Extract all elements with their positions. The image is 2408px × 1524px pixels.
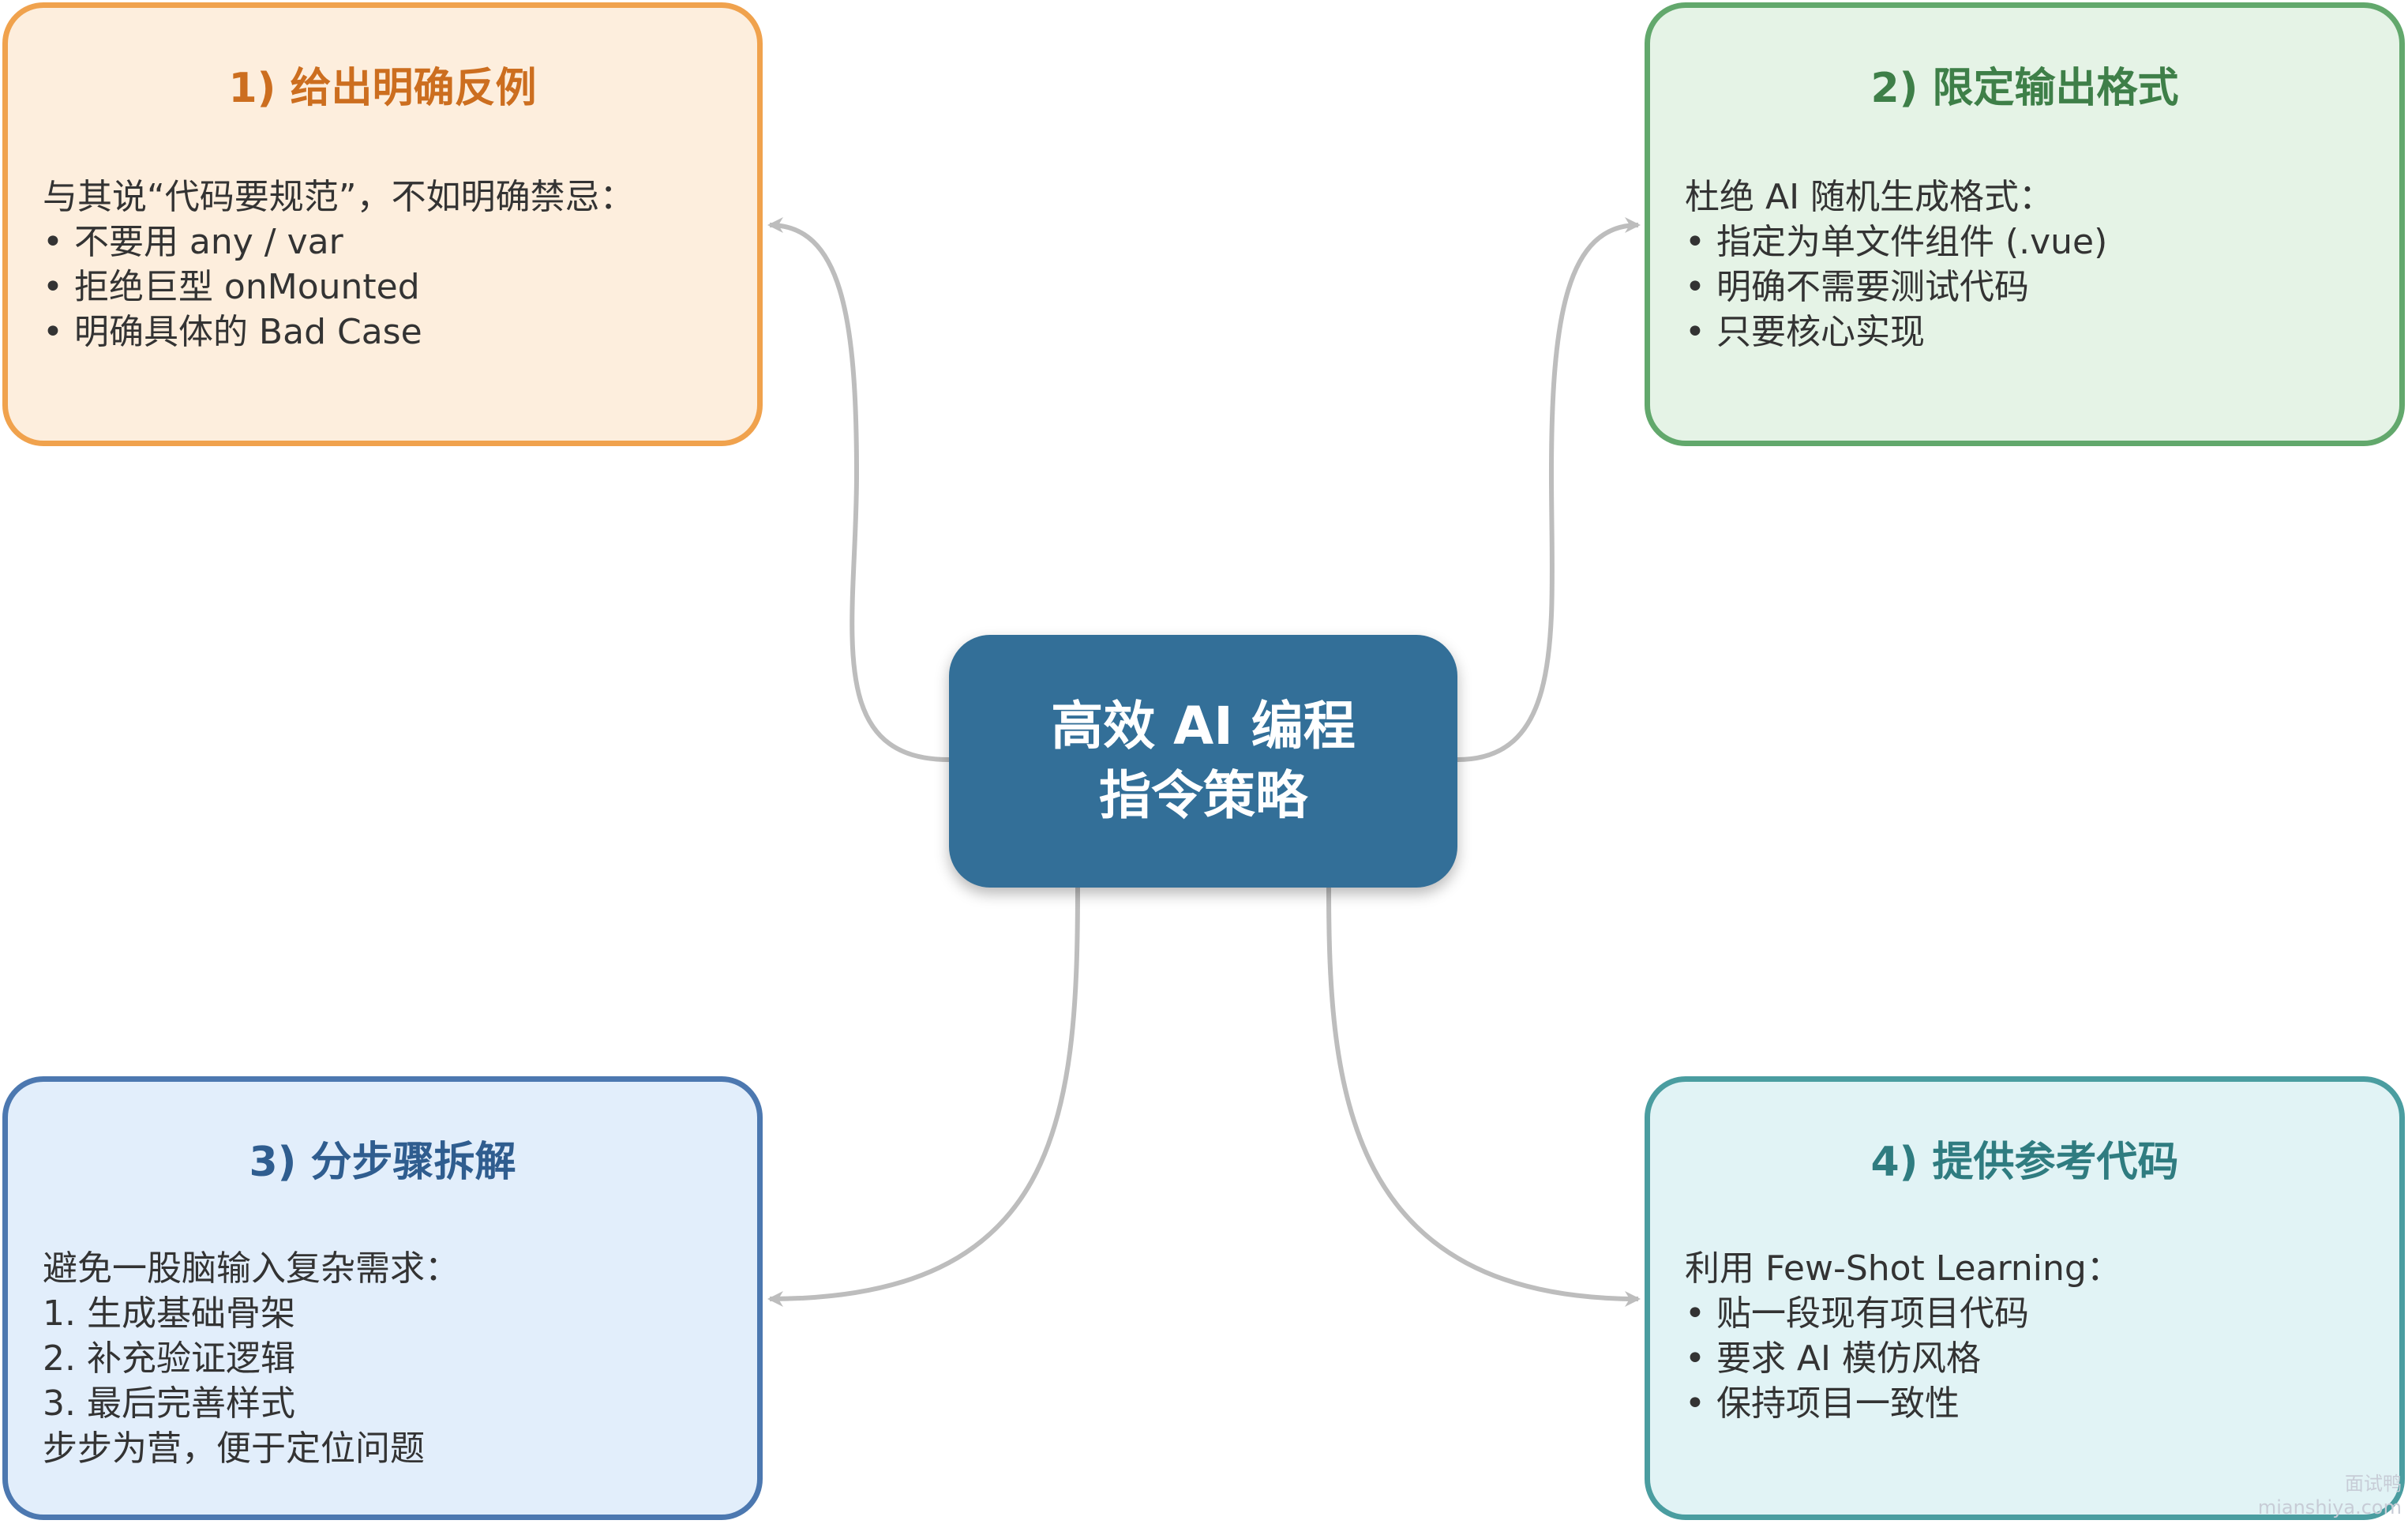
center-topic-node: 高效 AI 编程 指令策略 — [949, 635, 1457, 888]
strategy-box-step-breakdown: 3) 分步骤拆解 避免一股脑输入复杂需求： 1. 生成基础骨架 2. 补充验证逻… — [2, 1076, 763, 1520]
strategy-box-lines: 与其说“代码要规范”，不如明确禁忌： • 不要用 any / var • 拒绝巨… — [43, 175, 733, 355]
strategy-box-title: 2) 限定输出格式 — [1870, 65, 2179, 112]
strategy-box-line: • 贴一段现有项目代码 — [1685, 1293, 2029, 1334]
strategy-box-reference-code: 4) 提供参考代码 利用 Few-Shot Learning： • 贴一段现有项… — [1645, 1076, 2405, 1520]
strategy-box-line: • 不要用 any / var — [43, 222, 343, 262]
strategy-box-line: 步步为营，便于定位问题 — [43, 1428, 425, 1469]
strategy-box-line: 与其说“代码要规范”，不如明确禁忌： — [43, 177, 635, 217]
strategy-box-counter-examples: 1) 给出明确反例 与其说“代码要规范”，不如明确禁忌： • 不要用 any /… — [2, 2, 763, 446]
strategy-box-title: 4) 提供参考代码 — [1870, 1139, 2179, 1186]
strategy-box-lines: 杜绝 AI 随机生成格式： • 指定为单文件组件 (.vue) • 明确不需要测… — [1685, 175, 2376, 355]
strategy-box-title: 3) 分步骤拆解 — [249, 1139, 516, 1186]
strategy-box-line: • 只要核心实现 — [1685, 312, 1925, 352]
strategy-box-line: 3. 最后完善样式 — [43, 1383, 295, 1424]
strategy-box-line: 避免一股脑输入复杂需求： — [43, 1248, 459, 1289]
strategy-box-line: • 明确具体的 Bad Case — [43, 312, 422, 352]
watermark: 面试鸭 mianshiya.com — [2258, 1472, 2402, 1519]
strategy-box-line: • 拒绝巨型 onMounted — [43, 267, 420, 307]
strategy-box-line: • 要求 AI 模仿风格 — [1685, 1338, 1981, 1379]
connector-center-to-box-3 — [767, 887, 1080, 1307]
connector-center-to-box-4 — [1326, 887, 1641, 1307]
watermark-brand: 面试鸭 — [2345, 1473, 2402, 1495]
strategy-box-lines: 利用 Few-Shot Learning： • 贴一段现有项目代码 • 要求 A… — [1685, 1246, 2376, 1426]
center-topic-line: 指令策略 — [1099, 765, 1307, 826]
connector-center-to-box-2 — [1457, 217, 1641, 762]
strategy-box-line: • 明确不需要测试代码 — [1685, 267, 2029, 307]
strategy-box-line: 利用 Few-Shot Learning： — [1685, 1248, 2121, 1289]
strategy-box-line: • 指定为单文件组件 (.vue) — [1685, 222, 2108, 262]
strategy-box-line: 杜绝 AI 随机生成格式： — [1685, 177, 2054, 217]
strategy-box-line: • 保持项目一致性 — [1685, 1383, 1960, 1424]
strategy-box-output-format: 2) 限定输出格式 杜绝 AI 随机生成格式： • 指定为单文件组件 (.vue… — [1645, 2, 2405, 446]
strategy-box-title: 1) 给出明确反例 — [228, 65, 537, 112]
strategy-box-line: 1. 生成基础骨架 — [43, 1293, 295, 1334]
center-topic-line: 高效 AI 编程 — [1051, 696, 1356, 756]
strategy-box-lines: 避免一股脑输入复杂需求： 1. 生成基础骨架 2. 补充验证逻辑 3. 最后完善… — [43, 1246, 733, 1471]
watermark-url: mianshiya.com — [2257, 1496, 2402, 1518]
strategy-box-line: 2. 补充验证逻辑 — [43, 1338, 295, 1379]
connector-center-to-box-1 — [767, 217, 950, 762]
